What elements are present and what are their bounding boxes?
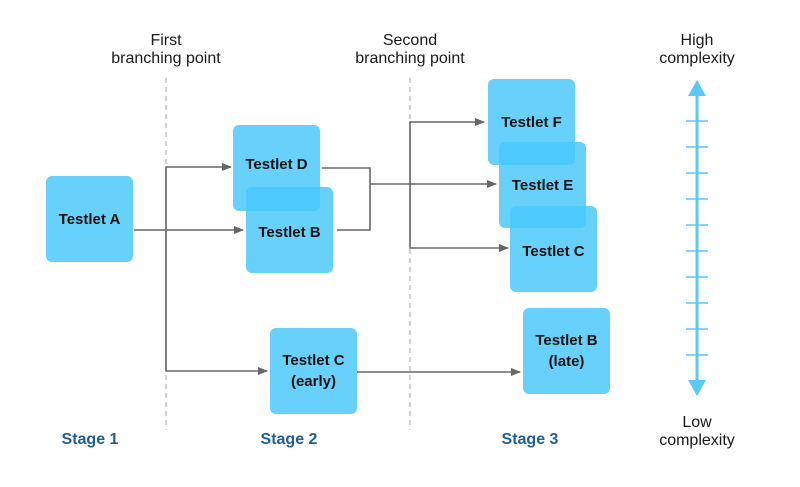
testlet-a-box: Testlet A bbox=[46, 176, 133, 262]
complexity-scale bbox=[686, 80, 708, 396]
testlet-c-early-box: Testlet C (early) bbox=[270, 328, 357, 414]
low-complexity-label: Low complexity bbox=[659, 414, 735, 449]
line-d-out bbox=[322, 167, 371, 231]
testlet-c-box: Testlet C bbox=[510, 206, 597, 292]
first-branching-point-label: First branching point bbox=[111, 32, 221, 67]
second-branching-point-label: Second branching point bbox=[355, 32, 465, 67]
stage-2-label: Stage 2 bbox=[260, 431, 318, 448]
stage-3-label: Stage 3 bbox=[501, 431, 559, 448]
arrow-to-c bbox=[409, 184, 509, 252]
testlet-b-late-box: Testlet B (late) bbox=[523, 308, 610, 394]
scale-arrow-down-icon bbox=[688, 380, 706, 396]
scale-arrow-up-icon bbox=[688, 80, 706, 96]
stage-1-label: Stage 1 bbox=[61, 431, 119, 448]
arrow-a-to-d bbox=[165, 163, 232, 230]
arrow-to-f bbox=[409, 118, 485, 184]
testlet-b-box: Testlet B bbox=[246, 187, 333, 273]
arrow-a-to-c-early bbox=[165, 230, 268, 375]
high-complexity-label: High complexity bbox=[659, 32, 735, 67]
